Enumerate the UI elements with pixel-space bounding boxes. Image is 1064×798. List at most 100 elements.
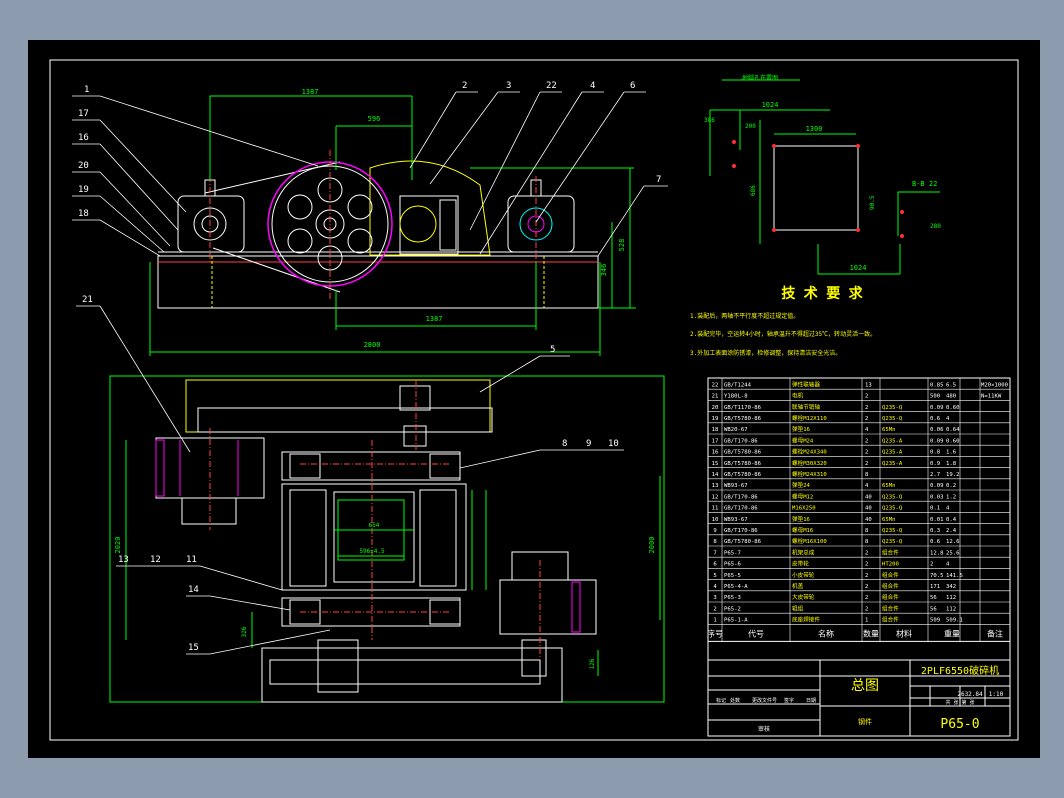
bom-cell-qty: 2 — [865, 416, 868, 422]
machine-model: 2PLF6550破碎机 — [921, 664, 999, 677]
bom-header-cell: 名称 — [818, 628, 834, 638]
bom-cell-name: 螺母M24 — [792, 436, 814, 444]
drawing-number: P65-0 — [940, 717, 979, 732]
bom-cell-code: WB93-67 — [724, 483, 748, 489]
material-label: 钢件 — [858, 717, 872, 726]
bom-cell-material: Q235-A — [882, 450, 903, 456]
bom-cell-name: 机盖 — [792, 582, 804, 590]
bom-cell-weight-total: 0.60 — [946, 405, 959, 411]
bom-cell-name: 螺母M16 — [792, 526, 813, 534]
balloon-21: 21 — [82, 295, 93, 305]
bom-cell-weight-unit: 0.6 — [930, 416, 940, 422]
foundation-label: 地脚孔布置图 — [742, 74, 778, 82]
bom-cell-qty: 2 — [865, 562, 868, 568]
dim-fp-280: 280 — [930, 223, 941, 230]
housing-cover — [369, 160, 491, 256]
bom-header-cell: 数量 — [863, 628, 879, 638]
bom-cell-weight-unit: 500 — [930, 394, 940, 400]
foundation-square — [773, 145, 859, 231]
balloon-12: 12 — [150, 555, 161, 565]
bom-cell-name: 联轴节销轴 — [792, 403, 820, 411]
bom-cell-qty: 40 — [865, 494, 872, 500]
bom-header-cell: 材料 — [896, 628, 912, 638]
bom-cell-remark: N=11KW — [981, 394, 1002, 400]
bom-cell-remark: M20×1000 — [981, 382, 1008, 388]
bom-cell-no: 21 — [712, 394, 719, 400]
front-balloons: 1 2 3 22 4 6 7 17 16 20 19 18 — [78, 81, 661, 219]
revision-label: 日期 — [806, 698, 816, 704]
bom-cell-no: 13 — [712, 483, 719, 489]
bom-cell-weight-total: 112 — [946, 606, 956, 612]
revision-label: 更改文件号 — [752, 697, 777, 704]
bom-cell-weight-total: 6.5 — [946, 382, 956, 388]
bom-cell-material: 组合件 — [882, 548, 899, 556]
bom-cell-code: GB/T5780-86 — [724, 450, 761, 456]
bom-cell-weight-total: 1.8 — [946, 461, 957, 467]
bom-cell-code: P65-3 — [724, 595, 741, 601]
dim-top-596: 596 — [368, 115, 381, 123]
bom-cell-qty: 13 — [865, 382, 872, 388]
bom-cell-weight-unit: 0.01 — [930, 517, 943, 523]
plan-leaders — [76, 305, 624, 655]
bom-cell-no: 7 — [713, 550, 716, 556]
title-block: 总图 2PLF6550破碎机 钢件 P65-0 2632.84 1:10 共 张… — [707, 659, 1011, 737]
balloon-13: 13 — [118, 555, 129, 565]
balloon-2: 2 — [462, 81, 467, 91]
balloon-15: 15 — [188, 643, 199, 653]
bom-cell-name: 皮带轮 — [792, 560, 809, 568]
bom-cell-code: GB/T5780-86 — [724, 461, 761, 467]
bom-cell-name: 螺栓M24X340 — [792, 448, 827, 456]
balloon-3: 3 — [506, 81, 511, 91]
balloon-11: 11 — [186, 555, 197, 565]
revision-label: 标记 — [716, 697, 726, 704]
bom-cell-weight-total: 509.1 — [946, 618, 963, 624]
bom-cell-name: 小皮带轮 — [792, 571, 815, 579]
bom-cell-material: 65Mn — [882, 483, 895, 489]
bom-cell-weight-unit: 2.7 — [930, 472, 940, 478]
bom-cell-material: 65Mn — [882, 427, 895, 433]
bom-cell-qty: 1 — [865, 618, 868, 624]
revision-labels: 标记处数更改文件号签字日期 — [716, 697, 816, 704]
balloon-1: 1 — [84, 85, 89, 95]
bom-cell-qty: 8 — [865, 472, 869, 478]
bom-cell-qty: 2 — [865, 595, 868, 601]
bom-cell-weight-unit: 0.9 — [930, 461, 940, 467]
bom-cell-qty: 2 — [865, 394, 868, 400]
bom-cell-name: M16X250 — [792, 506, 816, 512]
plan-view: 2020 2000 654 596±4.5 326 126 — [109, 375, 665, 703]
bom-cell-material: Q235-Q — [882, 405, 903, 411]
balloon-18: 18 — [78, 209, 89, 219]
dim-plan-inner: 596±4.5 — [359, 548, 385, 555]
balloon-10: 10 — [608, 439, 619, 449]
drawing-title: 总图 — [851, 678, 879, 694]
bom-cell-no: 19 — [712, 416, 719, 422]
bom-cell-weight-total: 480 — [946, 394, 956, 400]
bom-cell-qty: 8 — [865, 539, 869, 545]
bom-cell-weight-total: 2.4 — [946, 528, 957, 534]
bom-cell-material: 65Mn — [882, 517, 895, 523]
bom-header-cell: 代号 — [748, 628, 764, 638]
balloon-8: 8 — [562, 439, 567, 449]
bom-cell-no: 17 — [712, 438, 719, 444]
bom-cell-no: 16 — [712, 450, 719, 456]
bom-cell-no: 12 — [712, 494, 719, 500]
bom-cell-weight-unit: 509 — [930, 618, 940, 624]
dim-fp-1024-bot: 1024 — [850, 264, 867, 272]
plan-belt-guard-bottom — [261, 647, 563, 703]
bom-cell-weight-unit: 0.09 — [930, 483, 943, 489]
bom-cell-qty: 2 — [865, 450, 868, 456]
balloon-20: 20 — [78, 161, 89, 171]
bom-cell-no: 6 — [713, 562, 716, 568]
bom-cell-name: 弹垫16 — [792, 425, 810, 433]
bom-cell-no: 18 — [712, 427, 719, 433]
drawing-border — [49, 59, 1019, 741]
bom-cell-material: Q235-A — [882, 438, 903, 444]
sheet-info: 共 张 第 张 — [945, 699, 974, 706]
bom-cell-weight-total: 4 — [946, 506, 950, 512]
bom-cell-weight-unit: 12.8 — [930, 550, 944, 556]
bom-cell-no: 3 — [713, 595, 716, 601]
bom-cell-qty: 8 — [865, 528, 869, 534]
drawing-weight: 2632.84 — [957, 691, 983, 698]
bom-cell-qty: 40 — [865, 517, 872, 523]
